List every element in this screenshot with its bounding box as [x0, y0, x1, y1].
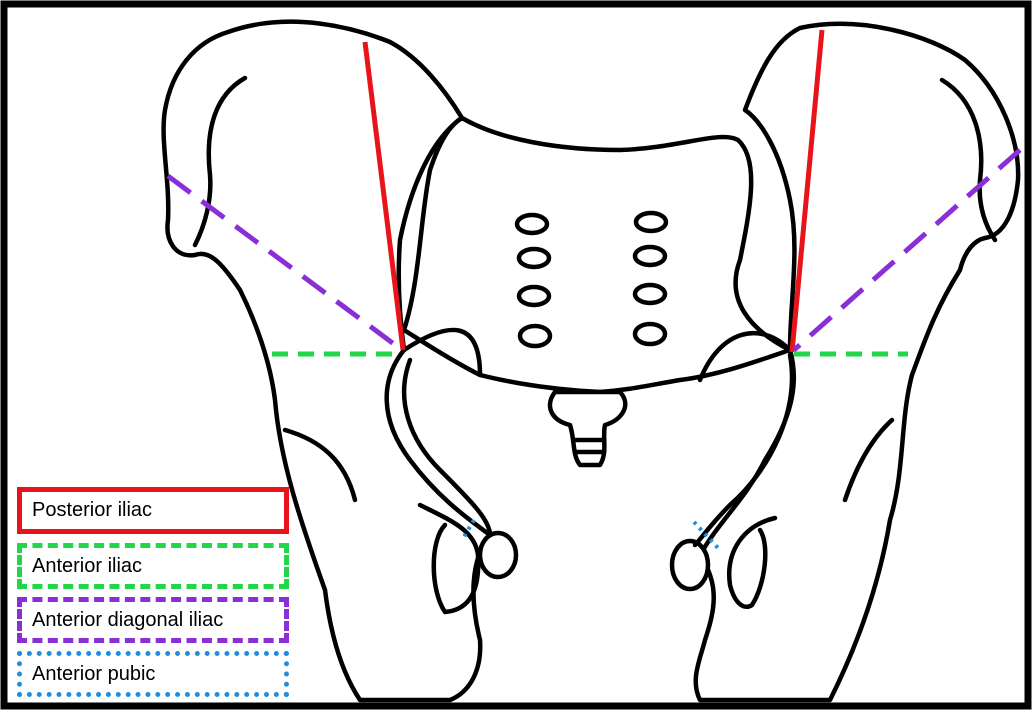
- left-pubic-tubercle: [480, 533, 516, 577]
- left-ischium-curve: [285, 430, 355, 500]
- left-iliac-crest-inner: [195, 78, 245, 245]
- right-iliac-crest-inner: [942, 80, 995, 240]
- legend-label: Anterior diagonal iliac: [22, 609, 223, 632]
- legend-item-anterior-diagonal-iliac: Anterior diagonal iliac: [17, 597, 289, 643]
- legend-label: Anterior iliac: [22, 555, 142, 578]
- legend-item-posterior-iliac: Posterior iliac: [17, 487, 289, 534]
- legend-item-anterior-iliac: Anterior iliac: [17, 543, 289, 589]
- right-pubic-tubercle: [672, 541, 708, 589]
- right-obturator-foramen: [729, 518, 775, 607]
- legend-label: Posterior iliac: [22, 499, 152, 522]
- right-anterior-diagonal-iliac-line: [794, 150, 1020, 350]
- left-posterior-iliac-line: [365, 42, 403, 350]
- right-posterior-iliac-line: [792, 30, 822, 352]
- legend-item-anterior-pubic: Anterior pubic: [17, 651, 289, 697]
- left-anterior-diagonal-iliac-line: [168, 176, 402, 350]
- right-inner-pelvis: [695, 355, 792, 545]
- right-ischium-curve: [845, 420, 892, 500]
- legend-label: Anterior pubic: [22, 663, 155, 686]
- left-inner-pelvis: [404, 360, 490, 535]
- sacrum: [404, 118, 790, 392]
